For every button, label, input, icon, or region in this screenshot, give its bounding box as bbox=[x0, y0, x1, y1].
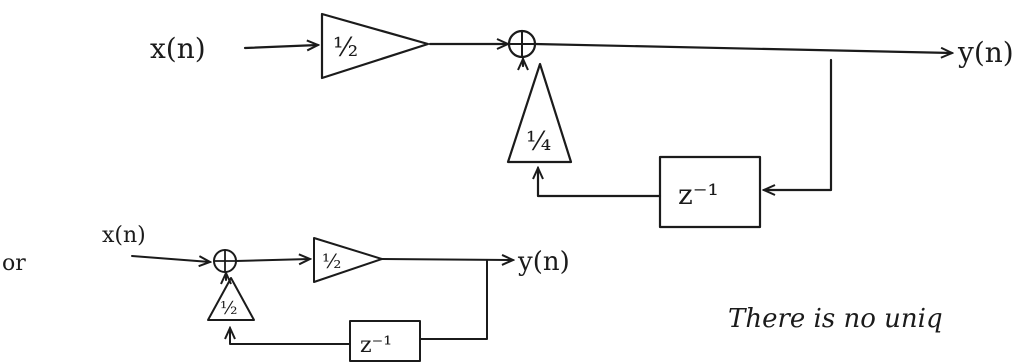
top-input-arrow bbox=[243, 45, 318, 48]
bottom-input-label: x(n) bbox=[102, 223, 146, 248]
bottom-output-arrow bbox=[381, 259, 513, 260]
bottom-summing-junction bbox=[213, 249, 237, 273]
bottom-feedback-gain-label: ½ bbox=[220, 298, 237, 319]
top-forward-gain-label: ½ bbox=[333, 33, 358, 63]
top-forward-gain-amplifier bbox=[320, 12, 430, 80]
bottom-feedback-tap bbox=[419, 259, 488, 340]
top-diagram: x(n) ½ y(n) z⁻¹ ¼ bbox=[150, 12, 1014, 229]
top-output-arrow bbox=[533, 42, 952, 53]
bottom-forward-gain-label: ½ bbox=[322, 249, 341, 273]
bottom-output-label: y(n) bbox=[517, 247, 570, 277]
top-delay-box bbox=[658, 155, 762, 229]
top-delay-to-gain-arrow bbox=[538, 168, 662, 198]
top-input-label: x(n) bbox=[150, 32, 206, 65]
bottom-forward-gain-amplifier bbox=[313, 237, 383, 283]
bottom-diagram: x(n) ½ y(n) z⁻¹ ½ bbox=[102, 223, 570, 362]
top-feedback-tap bbox=[764, 58, 833, 190]
top-output-label: y(n) bbox=[957, 36, 1014, 69]
bottom-sum-to-amplifier-arrow bbox=[235, 259, 310, 261]
bottom-input-arrow bbox=[131, 255, 210, 262]
bottom-feedback-gain-amplifier bbox=[207, 277, 255, 321]
alternative-label: or bbox=[2, 251, 26, 276]
note-text: There is no uniq bbox=[728, 304, 943, 334]
bottom-delay-to-gain-arrow bbox=[230, 328, 351, 345]
top-summing-junction bbox=[507, 29, 537, 59]
bottom-delay-label: z⁻¹ bbox=[360, 333, 392, 358]
bottom-delay-box bbox=[349, 320, 421, 362]
top-feedback-gain-amplifier bbox=[506, 62, 573, 164]
top-delay-label: z⁻¹ bbox=[678, 178, 719, 211]
top-feedback-gain-label: ¼ bbox=[526, 127, 551, 157]
